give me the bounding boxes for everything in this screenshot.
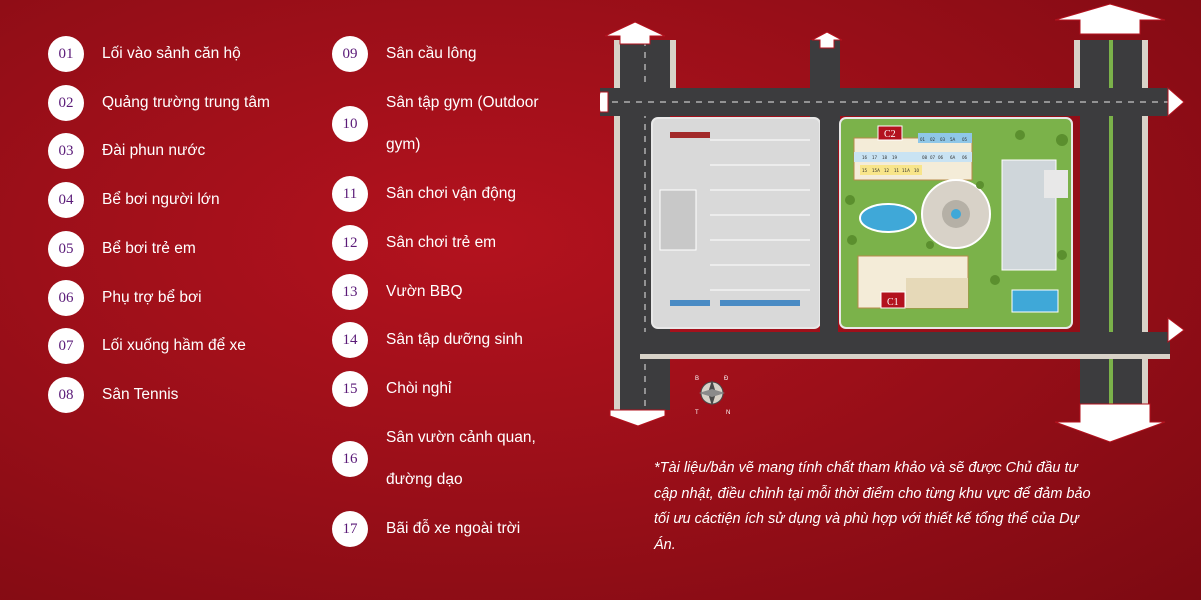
- legend-number: 08: [48, 377, 84, 413]
- legend-item-13: 13 Vườn BBQ: [332, 274, 463, 310]
- legend-label: Lối xuống hầm để xe: [102, 337, 246, 355]
- legend-label: Vườn BBQ: [386, 283, 463, 301]
- unit-06: 06: [938, 155, 944, 160]
- building-c2-label: C2: [884, 129, 896, 140]
- legend-label: Sân tập dưỡng sinh: [386, 331, 523, 349]
- legend-label: Sân Tennis: [102, 386, 179, 404]
- arrow-south-left: [609, 409, 666, 427]
- legend-number: 09: [332, 36, 368, 72]
- legend-number: 17: [332, 511, 368, 547]
- legend-number: 03: [48, 133, 84, 169]
- unit-01: 01: [920, 137, 926, 142]
- building-c1-label: C1: [887, 297, 899, 308]
- unit-16: 16: [862, 155, 868, 160]
- legend-label: Bể bơi trẻ em: [102, 240, 196, 258]
- legend-label: Sân chơi trẻ em: [386, 234, 497, 252]
- compass-icon: B Đ T N: [695, 376, 730, 416]
- legend-number: 01: [48, 36, 84, 72]
- legend-number: 06: [48, 280, 84, 316]
- legend-number: 16: [332, 441, 368, 477]
- unit-11: 11: [894, 168, 900, 173]
- arrow-north-right: [1054, 3, 1166, 35]
- compass-d: Đ: [724, 376, 729, 382]
- legend-item-03: 03 Đài phun nước: [48, 133, 205, 169]
- unit-19: 19: [892, 155, 898, 160]
- legend-item-17: 17 Bãi đỗ xe ngoài trời: [332, 511, 520, 547]
- legend-label: Sân tập gym (Outdoor gym): [386, 94, 539, 153]
- legend-label: Bể bơi người lớn: [102, 191, 220, 209]
- legend-item-02: 02 Quảng trường trung tâm: [48, 85, 270, 121]
- road-bottom-horizontal: [640, 332, 1170, 354]
- legend-number: 02: [48, 85, 84, 121]
- arrow-east-bottom: [1167, 317, 1185, 343]
- compass-t: T: [695, 410, 699, 416]
- legend-label: Sân chơi vận động: [386, 185, 516, 203]
- legend-item-09: 09 Sân cầu lông: [332, 36, 477, 72]
- unit-17: 17: [872, 155, 878, 160]
- kids-pool: [1011, 289, 1059, 313]
- legend-label: Quảng trường trung tâm: [102, 94, 270, 112]
- legend-number: 13: [332, 274, 368, 310]
- unit-05: 05: [962, 137, 968, 142]
- legend-number: 15: [332, 371, 368, 407]
- legend-item-01: 01 Lối vào sảnh căn hộ: [48, 36, 241, 72]
- legend-number: 07: [48, 328, 84, 364]
- arrow-north-middle: [811, 31, 843, 49]
- legend-item-10: 10 Sân tập gym (Outdoor gym): [332, 82, 566, 166]
- arrow-south-right: [1054, 403, 1166, 443]
- legend-number: 14: [332, 322, 368, 358]
- unit-12: 12: [884, 168, 890, 173]
- unit-10: 10: [914, 168, 920, 173]
- legend-label: Đài phun nước: [102, 142, 206, 160]
- legend-item-06: 06 Phụ trợ bể bơi: [48, 280, 202, 316]
- legend-label: Sân cầu lông: [386, 45, 477, 63]
- legend-number: 04: [48, 182, 84, 218]
- unit-06b: 06: [962, 155, 968, 160]
- unit-15a: 15A: [872, 168, 880, 173]
- legend-label: Bãi đỗ xe ngoài trời: [386, 520, 521, 538]
- unit-15: 15: [862, 168, 868, 173]
- unit-02: 02: [930, 137, 936, 142]
- legend-item-15: 15 Chòi nghỉ: [332, 371, 452, 407]
- legend-label: Chòi nghỉ: [386, 380, 452, 398]
- legend-item-04: 04 Bể bơi người lớn: [48, 182, 220, 218]
- road-top-horizontal: [600, 88, 1170, 116]
- unit-18: 18: [882, 155, 888, 160]
- legend-item-14: 14 Sân tập dưỡng sinh: [332, 322, 523, 358]
- legend-number: 11: [332, 176, 368, 212]
- legend-label: Phụ trợ bể bơi: [102, 289, 202, 307]
- legend-item-08: 08 Sân Tennis: [48, 377, 178, 413]
- compass-b: B: [695, 376, 699, 382]
- legend-item-16: 16 Sân vườn cảnh quan, đường dạo: [332, 417, 566, 501]
- compass-n: N: [726, 410, 730, 416]
- disclaimer-note: *Tài liệu/bản vẽ mang tính chất tham khả…: [654, 460, 1091, 553]
- legend-label: Sân vườn cảnh quan, đường dạo: [386, 429, 536, 488]
- legend-number: 10: [332, 106, 368, 142]
- site-plan-map: C2 01 02 03 5A 05 16 17 18 19 08 07 06 6…: [600, 3, 1185, 443]
- unit-5a: 5A: [950, 137, 956, 142]
- unit-row-1: [918, 133, 972, 143]
- arrow-north-left: [604, 21, 666, 45]
- legend-label: Lối vào sảnh căn hộ: [102, 45, 241, 63]
- arrow-west-top: [600, 91, 609, 113]
- legend-item-05: 05 Bể bơi trẻ em: [48, 231, 196, 267]
- unit-03: 03: [940, 137, 946, 142]
- legend-number: 12: [332, 225, 368, 261]
- legend-number: 05: [48, 231, 84, 267]
- legend-item-07: 07 Lối xuống hầm để xe: [48, 328, 246, 364]
- legend-item-12: 12 Sân chơi trẻ em: [332, 225, 496, 261]
- swimming-pool: [859, 203, 917, 233]
- arrow-east-top: [1167, 86, 1185, 118]
- unit-6a: 6A: [950, 155, 956, 160]
- unit-08: 08: [922, 155, 928, 160]
- unit-07: 07: [930, 155, 936, 160]
- unit-11a: 11A: [902, 168, 910, 173]
- legend-item-11: 11 Sân chơi vận động: [332, 176, 516, 212]
